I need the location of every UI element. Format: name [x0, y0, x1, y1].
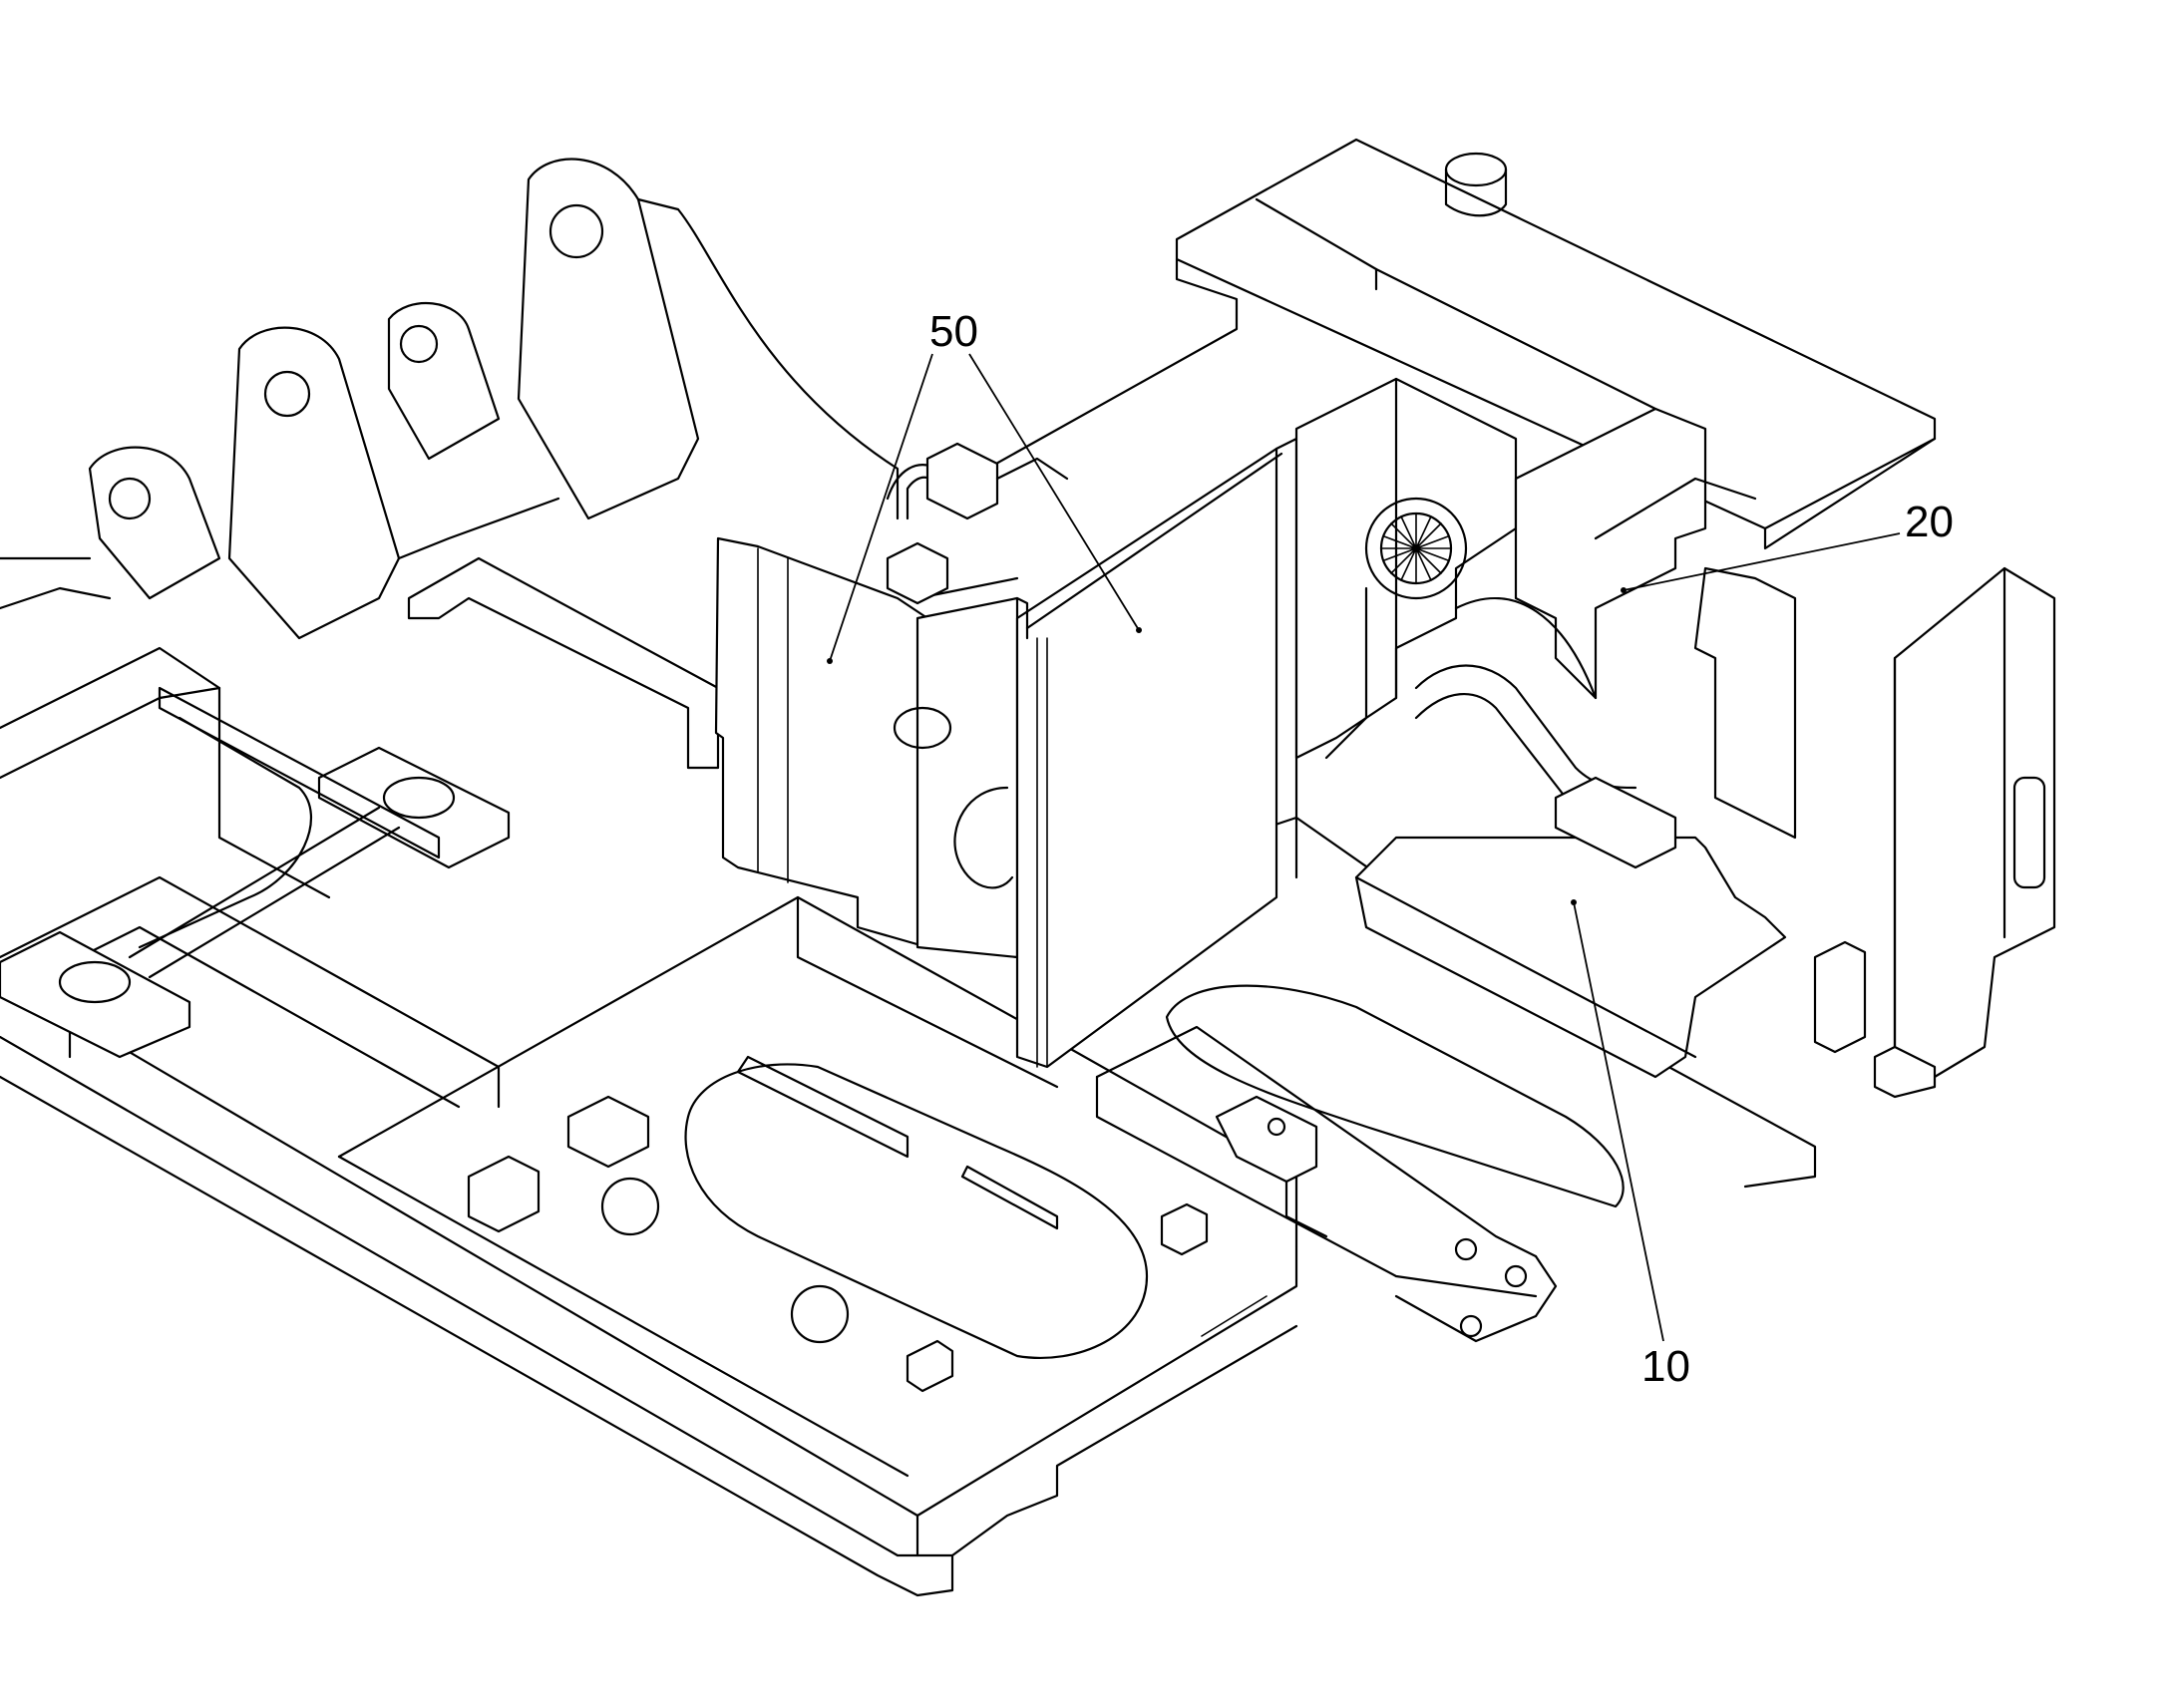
leader-10	[1573, 901, 1664, 1342]
leader-50-b	[968, 353, 1140, 631]
part-10-lower-cover	[1354, 664, 1787, 1079]
leader-50-a	[829, 353, 933, 662]
callout-20: 20	[1905, 498, 1954, 546]
leader-50-b-dot	[1136, 627, 1142, 633]
leader-20-dot	[1621, 587, 1627, 593]
part-50-cooling-assembly	[714, 377, 1518, 1069]
leader-10-dot	[1571, 899, 1577, 905]
leader-50-a-dot	[827, 658, 833, 664]
callout-10: 10	[1641, 1342, 1690, 1391]
leader-lines	[827, 353, 1901, 1342]
leader-20	[1623, 532, 1901, 591]
main-frame	[0, 138, 1937, 1597]
loose-side-bracket	[1813, 566, 2056, 1099]
callout-50: 50	[929, 307, 978, 356]
